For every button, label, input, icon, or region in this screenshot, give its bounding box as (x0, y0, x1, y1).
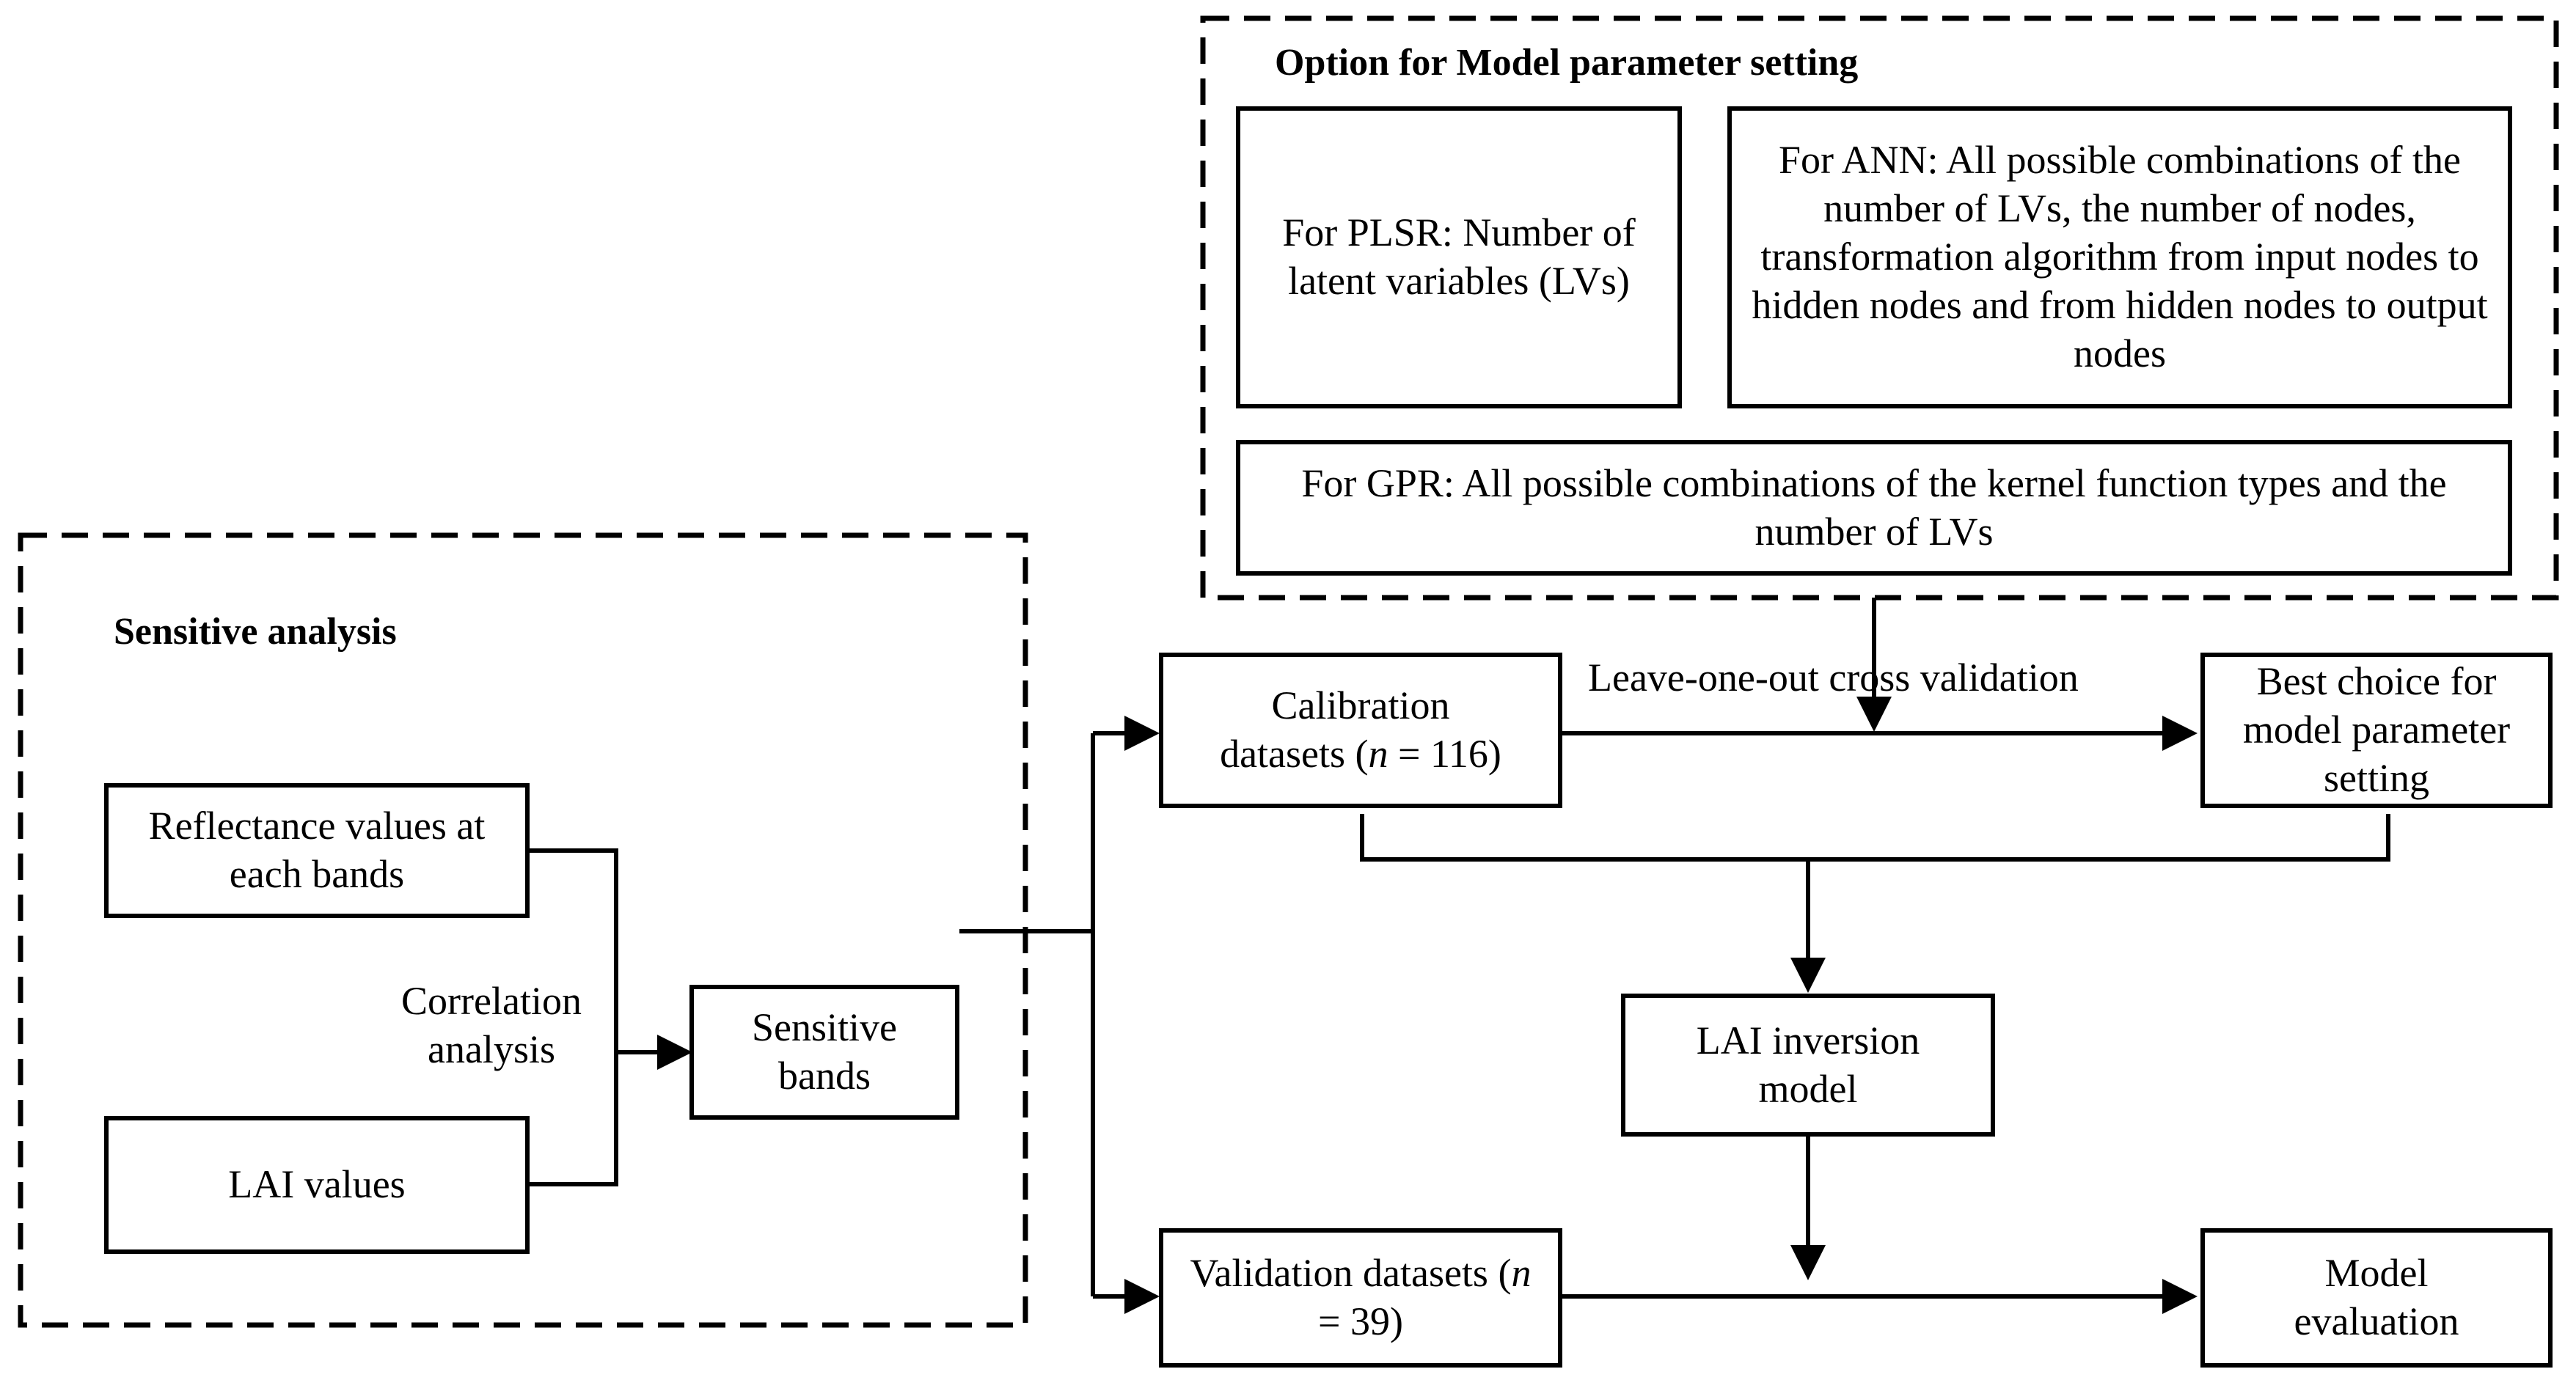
ann-option-text: For ANN: All possible combinations of th… (1752, 138, 2488, 375)
lai-values-text: LAI values (228, 1162, 406, 1207)
plsr-option-text: For PLSR: Number of latent variables (LV… (1282, 210, 1636, 303)
validation-prefix: Validation datasets ( (1190, 1251, 1512, 1296)
validation-n-symbol: n (1511, 1251, 1532, 1296)
gpr-option-box: For GPR: All possible combinations of th… (1236, 440, 2512, 576)
calibration-datasets-text: Calibration datasets (n = 116) (1163, 682, 1558, 779)
plsr-option-box: For PLSR: Number of latent variables (LV… (1236, 106, 1682, 408)
calibration-n-symbol: n (1368, 732, 1388, 776)
sensitive-bands-text: Sensitive bands (752, 1005, 897, 1098)
best-choice-box: Best choice for model parameter setting (2200, 653, 2553, 808)
sensitive-bands-box: Sensitive bands (689, 985, 959, 1120)
calibration-prefix: Calibration datasets ( (1220, 683, 1450, 776)
validation-datasets-box: Validation datasets (n = 39) (1159, 1228, 1562, 1368)
gpr-option-text: For GPR: All possible combinations of th… (1301, 460, 2447, 554)
lai-inversion-model-text: LAI inversion model (1696, 1018, 1920, 1111)
connector-lai-values (530, 1052, 618, 1186)
lai-inversion-model-box: LAI inversion model (1621, 994, 1995, 1137)
lai-values-box: LAI values (104, 1116, 530, 1254)
model-option-group-title: Option for Model parameter setting (1275, 42, 1859, 84)
correlation-analysis-label: Correlation analysis (401, 979, 582, 1071)
validation-suffix: = 39) (1318, 1299, 1403, 1343)
connector-reflectance (530, 848, 618, 1052)
reflectance-values-text: Reflectance values at each bands (148, 804, 486, 896)
validation-datasets-text: Validation datasets (n = 39) (1163, 1249, 1558, 1346)
model-evaluation-box: Model evaluation (2200, 1228, 2553, 1368)
sensitive-analysis-group-title: Sensitive analysis (114, 611, 397, 653)
reflectance-values-box: Reflectance values at each bands (104, 783, 530, 918)
calibration-datasets-box: Calibration datasets (n = 116) (1159, 653, 1562, 808)
calibration-suffix: = 116) (1388, 732, 1501, 776)
best-choice-text: Best choice for model parameter setting (2242, 659, 2511, 800)
ann-option-box: For ANN: All possible combinations of th… (1727, 106, 2512, 408)
model-evaluation-text: Model evaluation (2294, 1251, 2459, 1343)
connector-calibration-down (1360, 814, 2390, 862)
loocv-label: Leave-one-out cross validation (1588, 656, 2079, 700)
model-option-group-border (1200, 15, 2559, 601)
